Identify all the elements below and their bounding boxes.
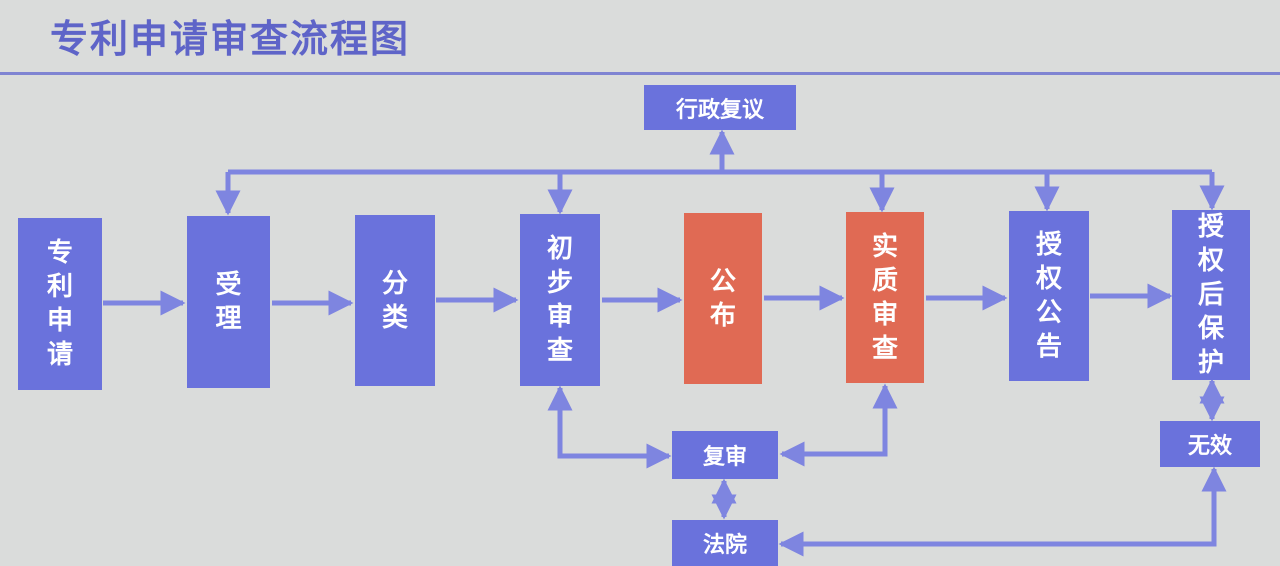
node-application: 专利申请 [18,218,102,390]
node-invalidation: 无效 [1160,421,1260,467]
node-administrative-review: 行政复议 [644,85,796,130]
page-title: 专利申请审查流程图 [50,17,411,61]
node-court: 法院 [672,520,778,566]
arrow-invalidation-court [778,466,1227,557]
node-acceptance: 受理 [187,216,270,388]
arrow-preliminary-reexam [547,385,672,469]
node-reexamination: 复审 [672,431,778,479]
arrow-substantive-reexam [779,383,898,467]
node-grant-announcement: 授权公告 [1009,211,1089,381]
node-substantive-examination: 实质审查 [846,212,924,383]
node-post-grant-protection: 授权后保护 [1172,210,1250,380]
node-classification: 分类 [355,215,435,386]
node-preliminary-examination: 初步审查 [520,214,600,386]
node-publication: 公布 [684,213,762,384]
title-divider [0,72,1280,75]
